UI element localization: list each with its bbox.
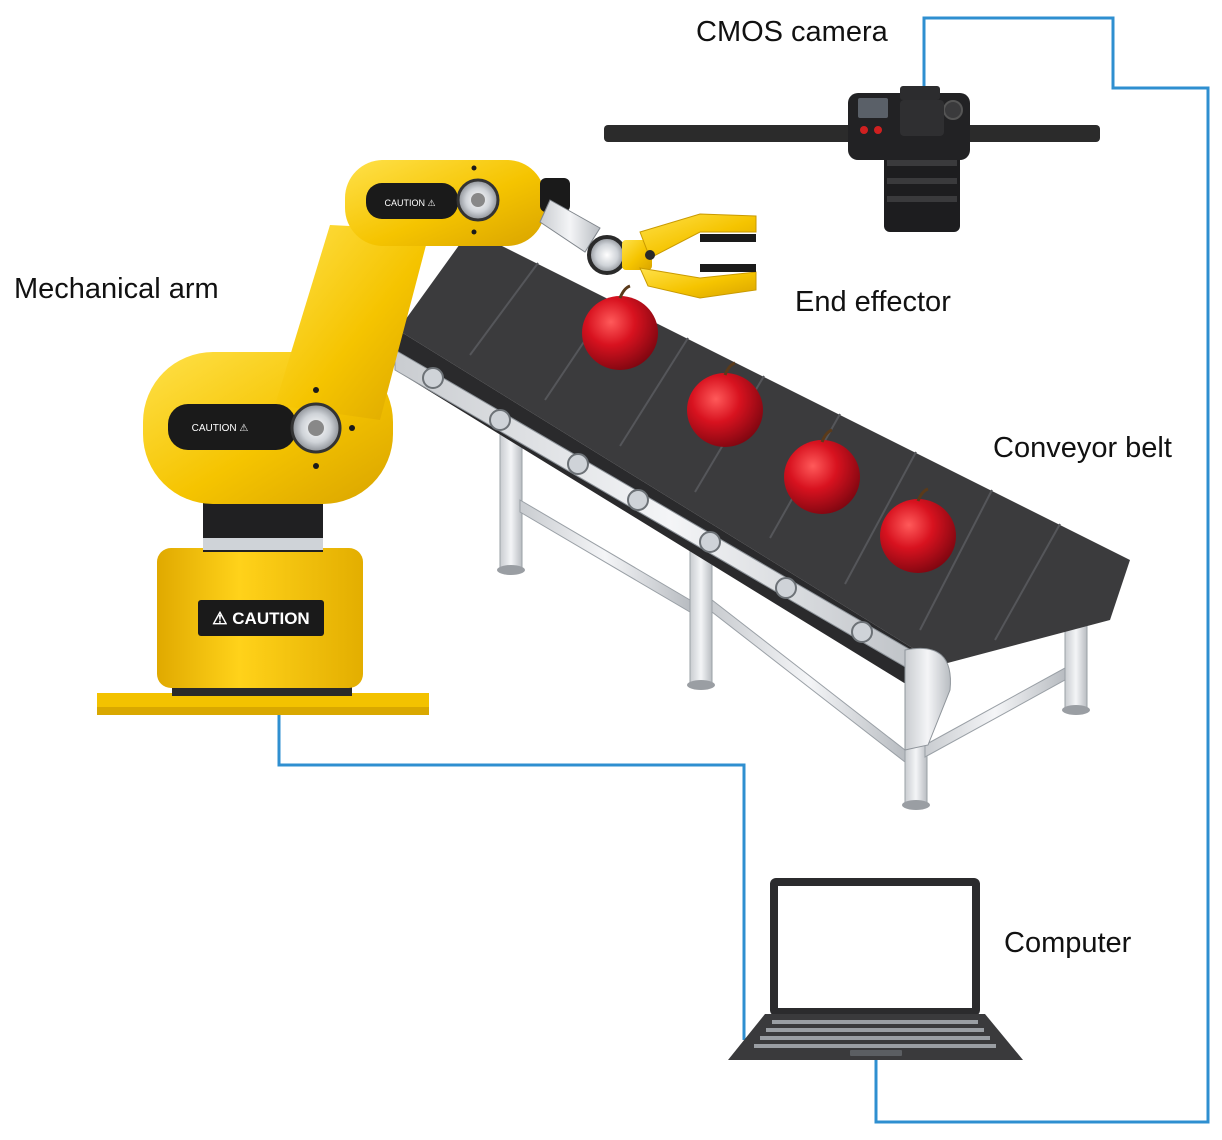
wire-camera-to-computer xyxy=(874,16,1210,1124)
apple xyxy=(687,361,763,447)
end-effector xyxy=(622,213,757,299)
belt-rollers xyxy=(422,367,873,643)
laptop-computer xyxy=(728,878,1023,1060)
label-cmos-camera: CMOS camera xyxy=(696,16,888,48)
connection-wires xyxy=(277,16,1210,1124)
apple xyxy=(784,428,860,514)
apples xyxy=(582,284,956,573)
label-mechanical-arm: Mechanical arm xyxy=(14,273,219,305)
conveyor-belt xyxy=(394,230,1130,810)
arm-upper-link xyxy=(275,225,430,420)
laptop-keys xyxy=(754,1020,996,1048)
label-computer: Computer xyxy=(1004,927,1132,959)
wire-arm-to-computer xyxy=(277,715,746,1040)
cmos-camera xyxy=(848,86,970,232)
caution-label-shoulder: CAUTION ⚠ xyxy=(192,423,249,434)
apple xyxy=(880,487,956,573)
label-conveyor-belt: Conveyor belt xyxy=(993,432,1172,464)
mechanical-arm: ⚠ CAUTION CAUTION ⚠ CAUTION ⚠ xyxy=(97,160,627,715)
apple xyxy=(582,284,658,370)
caution-label-large: ⚠ CAUTION xyxy=(212,609,309,628)
caution-label-small: CAUTION ⚠ xyxy=(384,198,435,208)
label-end-effector: End effector xyxy=(795,286,951,318)
